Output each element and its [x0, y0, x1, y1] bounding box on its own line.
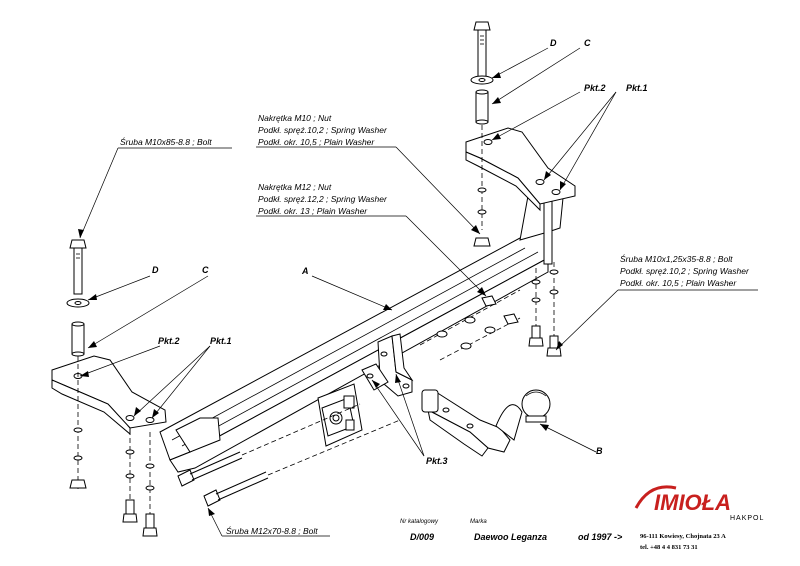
label-plain-m12: Podkł. okr. 13 ; Plain Washer: [258, 206, 368, 216]
label-part-d-top: D: [550, 38, 557, 48]
label-spring-m10: Podkł. spręż.10,2 ; Spring Washer: [258, 125, 388, 135]
label-part-a: A: [301, 266, 309, 276]
tow-ball-arm: [421, 389, 551, 457]
company-phone: tel. +48 4 4 831 73 31: [640, 544, 698, 551]
centre-bracket: [361, 333, 414, 397]
label-pkt3: Pkt.3: [426, 456, 448, 466]
label-part-b: B: [596, 446, 603, 456]
company-logo: IMIOŁA HAKPOL 96-111 Kowiesy, Chojnata 2…: [634, 485, 764, 551]
vehicle-model: Daewoo Leganza: [474, 532, 547, 542]
label-plain-m10: Podkł. okr. 10,5 ; Plain Washer: [258, 137, 375, 147]
label-bolt-bottom: Śruba M12x70-8.8 ; Bolt: [226, 525, 318, 536]
logo-wordmark: IMIOŁA: [654, 490, 731, 515]
company-address: 96-111 Kowiesy, Chojnata 23 A: [640, 533, 726, 540]
socket-plate: [317, 383, 363, 447]
vehicle-year: od 1997 ->: [578, 532, 623, 542]
title-block: Nr katalogowy Marka D/009 Daewoo Leganza…: [400, 519, 623, 542]
label-pkt2-left: Pkt.2: [158, 336, 180, 346]
right-mount-plate: [465, 127, 576, 212]
label-nut-m10: Nakrętka M10 ; Nut: [258, 113, 332, 123]
cross-beam: [159, 187, 565, 473]
label-nut-m12: Nakrętka M12 ; Nut: [258, 182, 332, 192]
label-part-d-left: D: [152, 265, 159, 275]
catalog-number: D/009: [410, 532, 434, 542]
arrowheads: [78, 72, 566, 516]
lower-m12-bolts: [177, 403, 401, 507]
make-label: Marka: [470, 519, 487, 525]
label-pkt2-top: Pkt.2: [584, 83, 606, 93]
catalog-label: Nr katalogowy: [400, 519, 439, 525]
left-bolt-stack: [66, 239, 90, 490]
center-m12-fasteners: [419, 289, 521, 361]
logo-sub: HAKPOL: [730, 515, 764, 522]
label-bolt-left: Śruba M10x85-8.8 ; Bolt: [120, 136, 212, 147]
bottom-left-fasteners: [122, 430, 158, 537]
label-spring-right: Podkł. spręż.10,2 ; Spring Washer: [620, 266, 750, 276]
label-pkt1-top: Pkt.1: [626, 83, 648, 93]
label-pkt1-left: Pkt.1: [210, 336, 232, 346]
label-plain-right: Podkł. okr. 10,5 ; Plain Washer: [620, 278, 737, 288]
label-part-c-top: C: [584, 38, 591, 48]
right-side-fasteners: [528, 262, 562, 357]
label-part-c-left: C: [202, 265, 209, 275]
leader-lines: [79, 47, 758, 537]
label-spring-m12: Podkł. spręż.12,2 ; Spring Washer: [258, 194, 388, 204]
top-bolt-stack: [470, 21, 494, 247]
left-mount-plate: [51, 355, 167, 436]
label-bolt-right: Śruba M10x1,25x35-8.8 ; Bolt: [620, 253, 733, 264]
